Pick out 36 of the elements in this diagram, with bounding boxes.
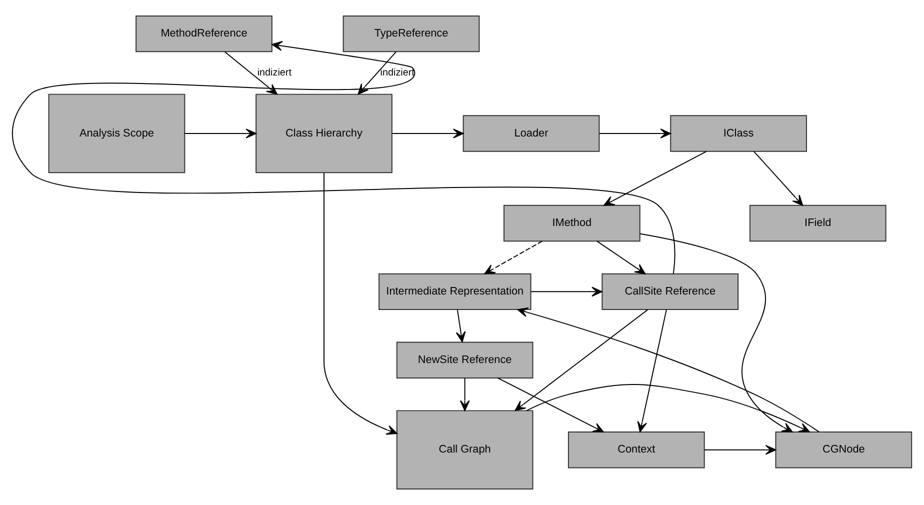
node-box: NewSite Reference xyxy=(396,342,534,378)
arrow xyxy=(517,307,820,432)
arrow xyxy=(224,51,278,95)
node-box: CGNode xyxy=(775,432,912,468)
arrow xyxy=(456,309,466,342)
arrow xyxy=(460,378,470,412)
node-box: Loader xyxy=(462,115,600,152)
arrow xyxy=(184,128,256,138)
arrow xyxy=(598,128,672,138)
arrow xyxy=(497,378,604,432)
arrow xyxy=(484,240,543,274)
arrow xyxy=(324,172,398,435)
node-box: IField xyxy=(749,204,886,242)
arrow xyxy=(530,286,602,297)
arrow xyxy=(603,150,707,206)
node-box: Call Graph xyxy=(396,410,534,490)
node-box: Class Hierarchy xyxy=(256,94,392,174)
edge-label: indiziert xyxy=(380,67,414,78)
edge-label: indiziert xyxy=(257,67,292,78)
node-box: Context xyxy=(568,432,705,468)
node-box: IClass xyxy=(670,115,807,152)
arrow xyxy=(392,128,464,138)
arrow xyxy=(12,40,676,274)
arrow xyxy=(704,444,776,455)
node-box: IMethod xyxy=(504,204,640,242)
node-box: TypeReference xyxy=(342,15,480,52)
arrow xyxy=(596,240,646,274)
arrow xyxy=(753,150,804,206)
arrow xyxy=(526,384,810,432)
node-box: Analysis Scope xyxy=(48,94,186,174)
arrow xyxy=(514,309,648,411)
arrow xyxy=(640,233,793,432)
node-box: MethodReference xyxy=(136,15,272,52)
arrow xyxy=(637,309,667,432)
node-box: CallSite Reference xyxy=(602,273,739,310)
node-box: Intermediate Representation xyxy=(378,273,532,310)
